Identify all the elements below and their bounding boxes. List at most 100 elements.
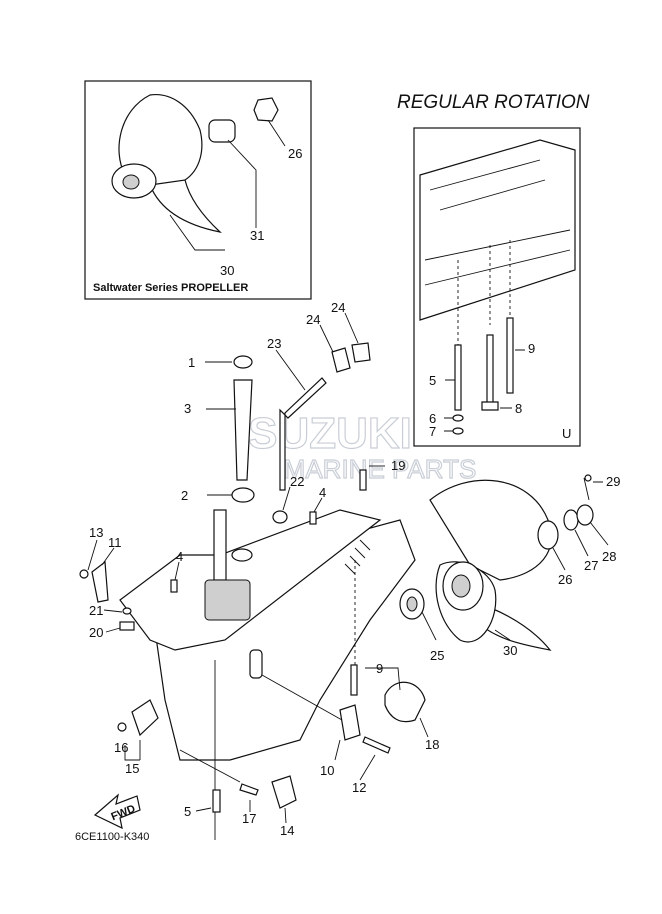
water-tube-group xyxy=(205,355,255,503)
callout-19: 19 xyxy=(391,458,405,473)
bolt-5-bottom xyxy=(212,789,221,813)
callout-4a: 4 xyxy=(176,549,183,564)
washer-7 xyxy=(452,427,464,435)
callout-30-inset: 30 xyxy=(220,263,234,278)
damper-24a xyxy=(331,347,351,373)
bolt-5 xyxy=(454,344,462,411)
washer-27 xyxy=(563,509,579,531)
callout-9: 9 xyxy=(376,661,383,676)
callout-26-inset: 26 xyxy=(288,146,302,161)
watermark: SUZUKI MARINE PARTS xyxy=(248,408,477,484)
grommet-2 xyxy=(231,487,255,503)
callout-2: 2 xyxy=(181,488,188,503)
callout-5-inset: 5 xyxy=(429,373,436,388)
grommet-1 xyxy=(233,355,253,369)
screw-16 xyxy=(117,722,127,732)
callout-27: 27 xyxy=(584,558,598,573)
callout-16: 16 xyxy=(114,740,128,755)
callout-4b: 4 xyxy=(319,485,326,500)
callout-labels: 1 2 3 4 4 5 9 10 11 12 13 14 15 16 17 18… xyxy=(89,300,620,838)
callout-15: 15 xyxy=(125,761,139,776)
washer-21 xyxy=(122,607,132,615)
callout-11: 11 xyxy=(108,535,122,550)
propeller-bore xyxy=(122,174,140,190)
inset-frame xyxy=(84,80,312,300)
watermark-brand: SUZUKI xyxy=(248,409,412,458)
spline-insert xyxy=(208,119,236,143)
hose-group xyxy=(272,349,327,524)
washer-8 xyxy=(481,401,499,411)
nut-13 xyxy=(79,569,89,579)
damper-24b xyxy=(351,342,371,363)
spacer-26 xyxy=(253,97,279,122)
dowel-pin-4a xyxy=(170,579,178,593)
diagram-code: 6CE1100-K340 xyxy=(75,831,149,843)
bolt-12 xyxy=(362,736,391,754)
prop-blade-top xyxy=(429,479,553,581)
callout-25: 25 xyxy=(430,648,444,663)
callout-1: 1 xyxy=(188,355,195,370)
lower-case-top-plate xyxy=(119,509,382,651)
inset-frame-right xyxy=(413,127,581,447)
fwd-arrow-shape xyxy=(93,793,141,830)
callout-9-inset: 9 xyxy=(528,341,535,356)
callout-17: 17 xyxy=(242,811,256,826)
callout-24a: 24 xyxy=(306,312,320,327)
callout-29: 29 xyxy=(606,474,620,489)
bolt-9 xyxy=(350,664,358,696)
cotter-pin-29 xyxy=(584,474,592,482)
callout-8-inset: 8 xyxy=(515,401,522,416)
prop-hub-bore xyxy=(451,574,471,598)
trim-tab-18 xyxy=(384,681,426,723)
propeller-blade-lower xyxy=(149,179,222,234)
washer-6 xyxy=(452,414,464,422)
callout-10: 10 xyxy=(320,763,334,778)
fwd-arrow: FWD xyxy=(93,793,141,830)
regular-rotation-inset: REGULAR ROTATION 5 6 7 8 9 U xyxy=(397,92,590,447)
callout-21: 21 xyxy=(89,603,103,618)
nut-28 xyxy=(576,504,594,526)
shaft-seal xyxy=(231,548,253,562)
side-port xyxy=(249,649,263,679)
bracket-11 xyxy=(91,560,109,603)
inset-title: REGULAR ROTATION xyxy=(397,92,590,113)
callout-26: 26 xyxy=(558,572,572,587)
bolt-9 xyxy=(506,317,514,394)
callout-22: 22 xyxy=(290,474,304,489)
inset-corner-label: U xyxy=(562,426,571,441)
callout-18: 18 xyxy=(425,737,439,752)
dowel-pin-4b xyxy=(309,511,317,525)
watermark-subtitle: MARINE PARTS xyxy=(284,454,477,484)
grease-nipple-20 xyxy=(119,621,135,631)
callout-23: 23 xyxy=(267,336,281,351)
callout-24b: 24 xyxy=(331,300,345,315)
callout-30: 30 xyxy=(503,643,517,658)
cover-15 xyxy=(131,699,159,737)
saltwater-propeller-inset: 26 30 31 Saltwater Series PROPELLER xyxy=(84,80,312,300)
bolt-8 xyxy=(486,334,494,406)
callout-12: 12 xyxy=(352,780,366,795)
bolt-19 xyxy=(359,469,367,491)
callout-28: 28 xyxy=(602,549,616,564)
callout-20: 20 xyxy=(89,625,103,640)
callout-13: 13 xyxy=(89,525,103,540)
screw-17 xyxy=(239,783,259,796)
plate-14 xyxy=(271,775,297,809)
pump-base xyxy=(204,579,251,621)
drive-shaft xyxy=(213,509,227,581)
main-propeller xyxy=(429,479,553,651)
callout-14: 14 xyxy=(280,823,294,838)
lower-unit-assembly xyxy=(119,509,416,840)
anode-10 xyxy=(339,704,361,741)
thrust-washer-bore xyxy=(406,596,418,612)
inset-caption: Saltwater Series PROPELLER xyxy=(93,282,248,294)
callout-3: 3 xyxy=(184,401,191,416)
callout-31-inset: 31 xyxy=(250,228,264,243)
callout-5: 5 xyxy=(184,804,191,819)
callout-6-inset: 6 xyxy=(429,411,436,426)
housing-upper xyxy=(419,139,576,321)
callout-7-inset: 7 xyxy=(429,424,436,439)
water-tube xyxy=(233,379,253,481)
hose xyxy=(279,377,327,491)
